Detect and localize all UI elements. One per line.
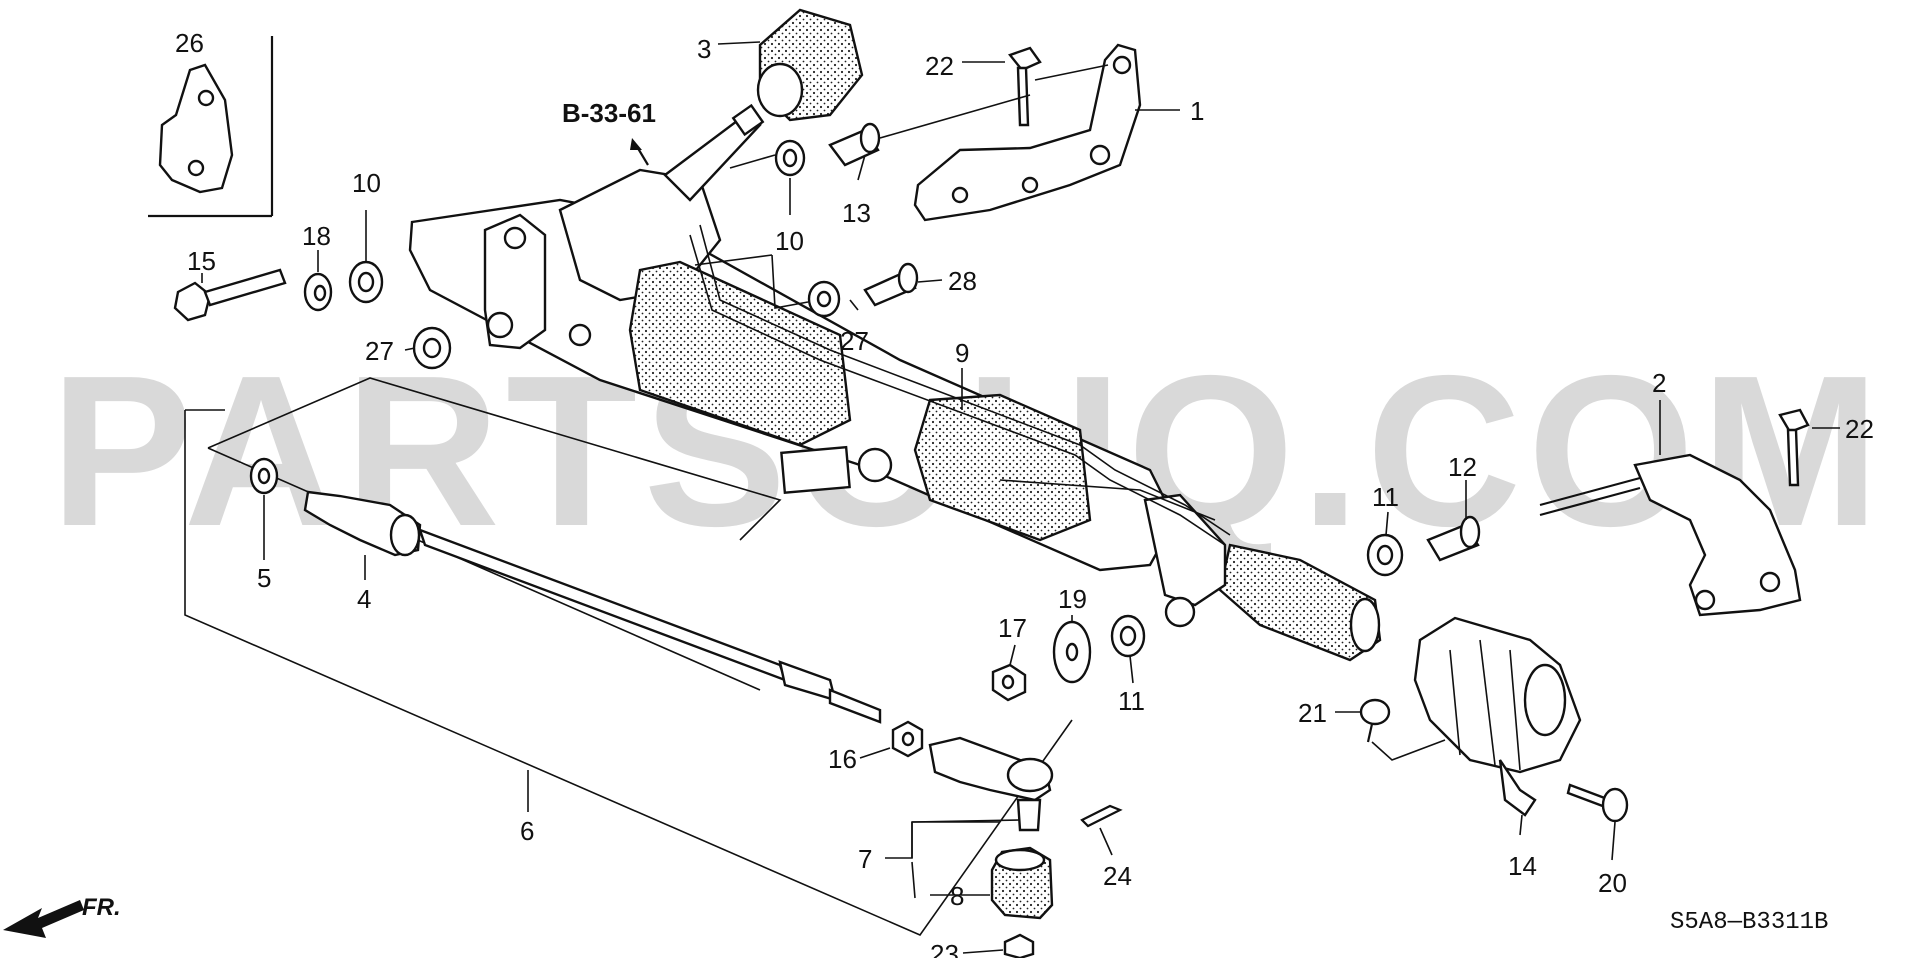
callout-19[interactable]: 19 xyxy=(1058,584,1087,614)
callout-11-lower[interactable]: 11 xyxy=(1118,686,1145,716)
reference-label[interactable]: B-33-61 xyxy=(562,98,656,128)
part-7-tie-rod-end[interactable] xyxy=(928,736,1054,832)
callout-22-right[interactable]: 22 xyxy=(1845,414,1874,444)
part-17-nut[interactable] xyxy=(991,663,1027,702)
tie-rod-group-box xyxy=(184,377,1073,936)
part-18-washer[interactable] xyxy=(303,272,333,312)
part-2-bracket[interactable] xyxy=(1539,453,1802,617)
callout-14[interactable]: 14 xyxy=(1508,851,1537,881)
callout-11-upper[interactable]: 11 xyxy=(1372,482,1399,512)
callout-27-left[interactable]: 27 xyxy=(365,336,394,366)
part-24-cotter-pin[interactable] xyxy=(1080,804,1123,828)
callout-16[interactable]: 16 xyxy=(828,744,857,774)
callout-17[interactable]: 17 xyxy=(998,613,1027,643)
callout-12[interactable]: 12 xyxy=(1448,452,1477,482)
part-5-washer[interactable] xyxy=(249,457,279,495)
part-16-nut[interactable] xyxy=(891,720,924,758)
part-27-bushing-right[interactable] xyxy=(807,280,841,318)
callout-6[interactable]: 6 xyxy=(520,816,534,846)
callout-15[interactable]: 15 xyxy=(187,246,216,276)
part-12-collar[interactable] xyxy=(1426,515,1481,562)
part-13-collar[interactable] xyxy=(828,122,881,167)
part-8-boot[interactable] xyxy=(990,846,1054,920)
reference-group[interactable]: B-33-61 xyxy=(562,98,656,166)
callout-27-right[interactable]: 27 xyxy=(840,326,869,356)
callout-23[interactable]: 23 xyxy=(930,939,959,958)
part-11-bushing-lower[interactable] xyxy=(1110,614,1146,658)
part-20-screw[interactable] xyxy=(1566,783,1629,823)
callout-24[interactable]: 24 xyxy=(1103,861,1132,891)
front-direction-marker: FR. xyxy=(3,894,121,938)
part-28-collar[interactable] xyxy=(863,262,919,307)
callout-3[interactable]: 3 xyxy=(697,34,711,64)
callout-10-right[interactable]: 10 xyxy=(775,226,804,256)
callout-1[interactable]: 1 xyxy=(1190,96,1204,126)
part-21-clip[interactable] xyxy=(1359,698,1391,743)
part-3-boot[interactable] xyxy=(756,8,864,122)
part-22-bolt-right[interactable] xyxy=(1778,408,1810,487)
callout-26[interactable]: 26 xyxy=(175,28,204,58)
callout-7[interactable]: 7 xyxy=(858,844,872,874)
part-26-bracket[interactable] xyxy=(148,36,274,218)
callout-20[interactable]: 20 xyxy=(1598,868,1627,898)
front-marker-label: FR. xyxy=(82,894,121,921)
part-10-bushing-right[interactable] xyxy=(774,139,806,177)
callout-labels: 26 3 22 1 10 18 15 10 13 28 27 27 9 2 22… xyxy=(175,28,1874,958)
diagram-code: S5A8—B3311B xyxy=(1670,909,1828,936)
part-1-bracket[interactable] xyxy=(913,43,1142,222)
part-22-bolt-top[interactable] xyxy=(1008,46,1042,127)
part-19-washer[interactable] xyxy=(1052,620,1092,684)
steering-rack-assembly[interactable] xyxy=(408,103,1382,662)
part-4-rack-end[interactable] xyxy=(303,490,422,557)
callout-18[interactable]: 18 xyxy=(302,221,331,251)
callout-28[interactable]: 28 xyxy=(948,266,977,296)
part-6-tie-rod[interactable] xyxy=(418,527,882,724)
callout-8[interactable]: 8 xyxy=(950,881,964,911)
callout-22-top[interactable]: 22 xyxy=(925,51,954,81)
callout-2[interactable]: 2 xyxy=(1652,368,1666,398)
callout-13[interactable]: 13 xyxy=(842,198,871,228)
callout-5[interactable]: 5 xyxy=(257,563,271,593)
leader-lines xyxy=(201,41,1840,954)
part-23-nut[interactable] xyxy=(1003,933,1035,958)
callout-4[interactable]: 4 xyxy=(357,584,371,614)
callout-9[interactable]: 9 xyxy=(955,338,969,368)
part-11-bushing-upper[interactable] xyxy=(1366,533,1404,577)
callout-21[interactable]: 21 xyxy=(1298,698,1327,728)
part-27-bushing-left[interactable] xyxy=(412,326,452,370)
part-14-cover[interactable] xyxy=(1413,616,1582,817)
part-10-bushing-left[interactable] xyxy=(348,260,384,304)
callout-10-left[interactable]: 10 xyxy=(352,168,381,198)
part-15-bolt[interactable] xyxy=(173,268,287,322)
